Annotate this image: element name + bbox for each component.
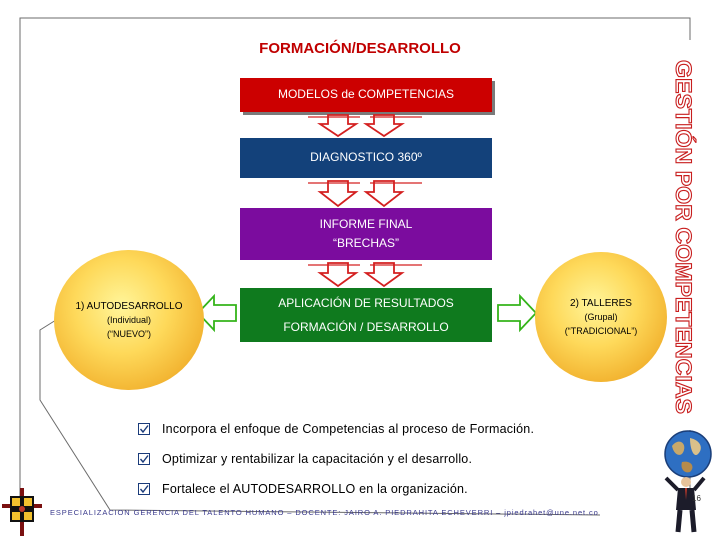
slide-title: FORMACIÓN/DESARROLLO: [259, 40, 461, 57]
right-arrow: [497, 293, 538, 333]
bullet-list: Incorpora el enfoque de Competencias al …: [138, 414, 534, 504]
globe-icon: [664, 430, 712, 478]
check-box-icon: [138, 423, 150, 435]
left-circle-line-1: (Individual): [106, 315, 152, 325]
left-circle-line-2: (“NUEVO”): [107, 328, 151, 339]
right-circle-title: 2) TALLERES: [570, 298, 632, 309]
workshops-circle: 2) TALLERES (Grupal) (“TRADICIONAL”): [535, 252, 667, 382]
check-box-icon: [138, 483, 150, 495]
report-line-2: “BRECHAS”: [332, 236, 399, 250]
right-circle-line-2: (“TRADICIONAL”): [564, 325, 638, 336]
diagnostic-360-box: DIAGNOSTICO 360º: [240, 138, 492, 178]
list-item: Fortalece el AUTODESARROLLO en la organi…: [138, 474, 534, 504]
list-item: Optimizar y rentabilizar la capacitación…: [138, 444, 534, 474]
down-arrow-1: [308, 114, 422, 138]
bullet-text-2: Optimizar y rentabilizar la capacitación…: [162, 452, 473, 466]
page-number: 16: [692, 494, 701, 503]
final-report-box: INFORME FINAL “BRECHAS”: [240, 208, 492, 260]
emblem-icon: [2, 488, 42, 536]
left-circle-title: 1) AUTODESARROLLO: [75, 301, 183, 312]
check-box-icon: [138, 453, 150, 465]
right-circle-line-1: (Grupal): [584, 312, 618, 322]
list-item: Incorpora el enfoque de Competencias al …: [138, 414, 534, 444]
models-competencias-box: MODELOS de COMPETENCIAS: [240, 78, 492, 112]
side-title-text: GESTIÓN POR COMPETENCIAS: [671, 60, 696, 414]
footer-text: ESPECIALIZACION GERENCIA DEL TALENTO HUM…: [50, 508, 599, 517]
apply-line-2: FORMACIÓN / DESARROLLO: [283, 320, 449, 334]
down-arrow-2: [308, 180, 422, 208]
report-line-1: INFORME FINAL: [319, 216, 413, 231]
apply-line-1: APLICACIÓN DE RESULTADOS: [278, 296, 454, 310]
left-arrow: [196, 293, 237, 333]
models-label: MODELOS de COMPETENCIAS: [277, 87, 455, 102]
self-development-circle: 1) AUTODESARROLLO (Individual) (“NUEVO”): [54, 250, 204, 390]
diagnostic-label: DIAGNOSTICO 360º: [310, 150, 422, 165]
apply-results-box: APLICACIÓN DE RESULTADOS FORMACIÓN / DES…: [240, 288, 492, 342]
down-arrow-3: [308, 262, 422, 288]
bullet-text-3: Fortalece el AUTODESARROLLO en la organi…: [162, 482, 468, 496]
bullet-text-1: Incorpora el enfoque de Competencias al …: [162, 422, 535, 436]
businessman-icon: [664, 476, 706, 533]
side-title: GESTIÓN POR COMPETENCIAS: [670, 59, 696, 414]
